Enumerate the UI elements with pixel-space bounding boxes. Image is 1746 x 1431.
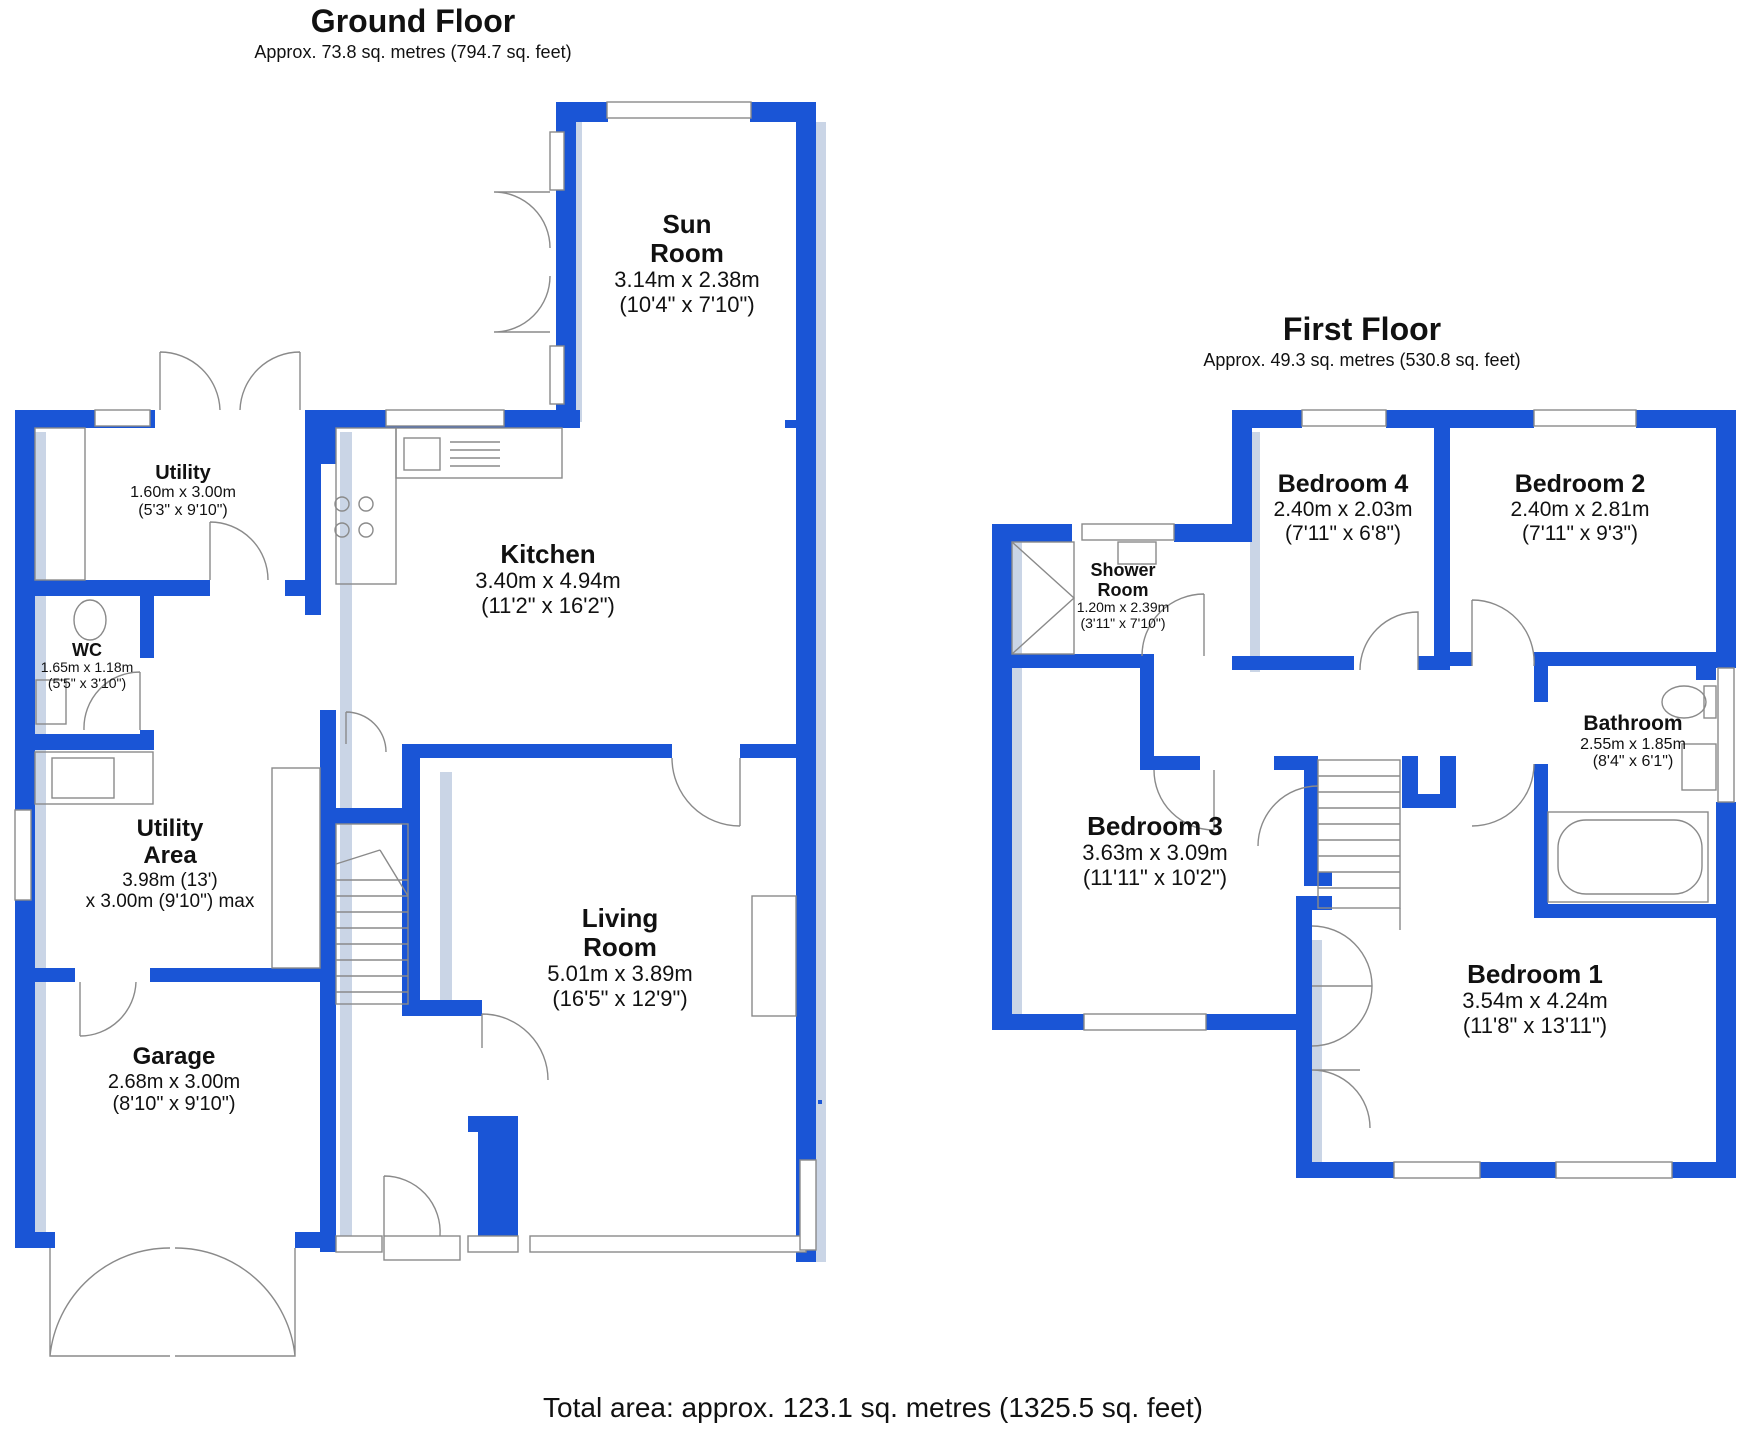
living-room-name-line1: Living	[581, 903, 659, 933]
garage-imperial: (8'10" x 9'10")	[112, 1093, 236, 1116]
shower-room-name-line1: Shower	[1090, 560, 1156, 580]
bedroom-1-imperial: (11'8" x 13'11")	[1462, 1012, 1608, 1038]
utility-area-metric: 3.98m (13')	[122, 869, 218, 891]
utility-name: Utility	[155, 462, 211, 484]
bedroom-4-metric: 2.40m x 2.03m	[1273, 498, 1413, 521]
shower-room-metric: 1.20m x 2.39m	[1076, 599, 1170, 616]
bathroom-imperial: (8'4" x 6'1")	[1592, 753, 1674, 771]
ground-floor-fixtures	[34, 191, 797, 1357]
bedroom-4-name: Bedroom 4	[1277, 470, 1409, 498]
ground-floor-windows	[14, 101, 817, 1253]
living-room-metric: 5.01m x 3.89m	[547, 961, 693, 987]
bedroom-3-name: Bedroom 3	[1087, 811, 1223, 841]
first-floor-fixtures	[1011, 541, 1717, 1129]
utility-label: Utility 1.60m x 3.00m (5'3" x 9'10")	[95, 462, 271, 520]
living-room-imperial: (16'5" x 12'9")	[552, 985, 688, 1011]
living-room-label: Living Room 5.01m x 3.89m (16'5" x 12'9"…	[505, 903, 735, 1011]
bedroom-2-imperial: (7'11" x 9'3")	[1522, 521, 1638, 545]
ground-floor-plan	[14, 101, 826, 1357]
kitchen-name: Kitchen	[500, 539, 596, 569]
bedroom-4-imperial: (7'11" x 6'8")	[1285, 521, 1401, 545]
wc-imperial: (5'5" x 3'10")	[47, 674, 127, 691]
shower-room-imperial: (3'11" x 7'10")	[1080, 614, 1166, 631]
living-room-name-line2: Room	[583, 932, 657, 963]
utility-area-imperial: x 3.00m (9'10") max	[85, 891, 255, 913]
first-floor-windows	[1081, 409, 1735, 1179]
utility-imperial: (5'3" x 9'10")	[138, 502, 228, 520]
ground-floor-staircase	[335, 823, 409, 1005]
bedroom-3-metric: 3.63m x 3.09m	[1082, 840, 1228, 866]
wc-label: WC 1.65m x 1.18m (5'5" x 3'10")	[28, 640, 146, 692]
bedroom-2-label: Bedroom 2 2.40m x 2.81m (7'11" x 9'3")	[1480, 470, 1680, 545]
utility-area-name-line1: Utility	[136, 815, 204, 842]
bedroom-2-name: Bedroom 2	[1514, 470, 1646, 498]
bedroom-4-label: Bedroom 4 2.40m x 2.03m (7'11" x 6'8")	[1250, 470, 1436, 545]
kitchen-imperial: (11'2" x 16'2")	[481, 592, 615, 618]
first-floor-area: Approx. 49.3 sq. metres (530.8 sq. feet)	[1203, 350, 1521, 370]
sun-room-imperial: (10'4" x 7'10")	[619, 291, 755, 317]
bedroom-3-imperial: (11'11" x 10'2")	[1082, 864, 1228, 890]
garage-name: Garage	[132, 1043, 216, 1070]
shower-room-label: Shower Room 1.20m x 2.39m (3'11" x 7'10"…	[1060, 560, 1186, 632]
bedroom-3-label: Bedroom 3 3.63m x 3.09m (11'11" x 10'2")	[1050, 811, 1260, 890]
first-floor-wall-shadows	[1012, 432, 1322, 1176]
utility-area-label: Utility Area 3.98m (13') x 3.00m (9'10")…	[50, 815, 290, 913]
ground-floor-area: Approx. 73.8 sq. metres (794.7 sq. feet)	[254, 42, 572, 62]
utility-metric: 1.60m x 3.00m	[130, 484, 236, 502]
first-floor-plan	[992, 409, 1736, 1179]
bathroom-name: Bathroom	[1583, 712, 1683, 735]
ground-floor-title: Ground Floor	[310, 3, 516, 39]
kitchen-metric: 3.40m x 4.94m	[475, 568, 621, 594]
first-floor-walls	[992, 410, 1736, 1178]
wc-name: WC	[72, 640, 102, 660]
first-floor-staircase	[1317, 759, 1401, 930]
bedroom-1-label: Bedroom 1 3.54m x 4.24m (11'8" x 13'11")	[1430, 959, 1640, 1038]
sun-room-name-line2: Room	[650, 238, 724, 269]
total-area: Total area: approx. 123.1 sq. metres (13…	[543, 1392, 1203, 1423]
bathroom-metric: 2.55m x 1.85m	[1580, 735, 1686, 753]
wc-metric: 1.65m x 1.18m	[40, 659, 134, 676]
bedroom-1-name: Bedroom 1	[1467, 959, 1603, 989]
sun-room-label: Sun Room 3.14m x 2.38m (10'4" x 7'10")	[572, 209, 802, 317]
first-floor-title: First Floor	[1282, 311, 1442, 347]
bathroom-label: Bathroom 2.55m x 1.85m (8'4" x 6'1")	[1548, 712, 1718, 771]
bedroom-2-metric: 2.40m x 2.81m	[1510, 498, 1650, 521]
shower-room-name-line2: Room	[1097, 580, 1149, 601]
bedroom-1-metric: 3.54m x 4.24m	[1462, 988, 1608, 1014]
kitchen-label: Kitchen 3.40m x 4.94m (11'2" x 16'2")	[418, 539, 678, 618]
sun-room-metric: 3.14m x 2.38m	[614, 267, 760, 293]
sun-room-name-line1: Sun	[662, 209, 712, 239]
garage-metric: 2.68m x 3.00m	[107, 1070, 241, 1093]
garage-label: Garage 2.68m x 3.00m (8'10" x 9'10")	[74, 1043, 274, 1116]
utility-area-name-line2: Area	[143, 841, 197, 869]
